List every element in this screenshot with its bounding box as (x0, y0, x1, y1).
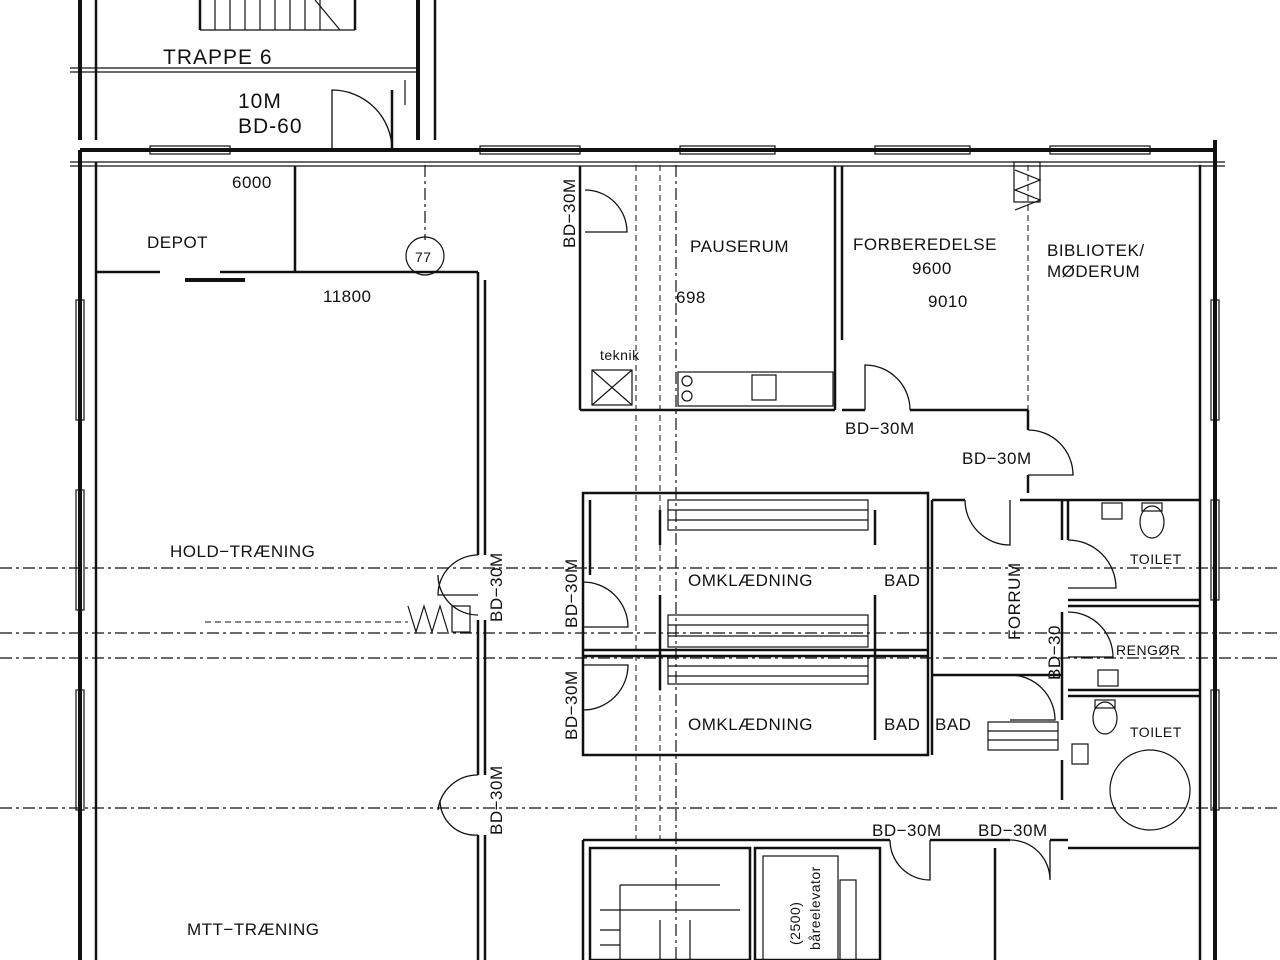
room-mtt-traening: MTT−TRÆNING (187, 920, 320, 939)
room-forberedelse: FORBEREDELSE (853, 235, 997, 254)
forberedelse-room (842, 161, 1074, 493)
room-forberedelse-code1: 9600 (912, 259, 952, 278)
room-bad-1: BAD (884, 571, 920, 590)
door-label-hold: BD−30M (487, 552, 506, 622)
room-bad-2: BAD (884, 715, 920, 734)
radiator-symbol (407, 603, 449, 635)
hold-door-swing-2 (437, 574, 479, 616)
omklaedning-block (581, 491, 930, 757)
room-omklaedning-2: OMKLÆDNING (688, 715, 813, 734)
door-label-bibliotek: BD−30M (962, 449, 1032, 468)
room-omklaedning-1: OMKLÆDNING (688, 571, 813, 590)
mtt-door-swing (437, 774, 479, 811)
bad3-door-swing (1009, 674, 1056, 721)
stair-door-swing (331, 89, 393, 151)
rengor-door-swing (1067, 611, 1114, 658)
turning-circle (1109, 749, 1191, 831)
axis-marker-label: 77 (415, 249, 432, 265)
axis-marker (405, 236, 445, 276)
door-label-mtt: BD−30M (487, 765, 506, 835)
door-label-omkl-2: BD−30M (562, 670, 581, 740)
stair-room-code: 10M (238, 90, 282, 113)
room-elevator: båreelevator (807, 866, 823, 950)
forrum-door-swing (964, 499, 1011, 546)
bench-mid (667, 614, 869, 648)
depot-room (96, 166, 297, 282)
room-teknik: teknik (600, 347, 640, 363)
lower-door-swing-2 (1009, 839, 1051, 881)
sink-icon-2 (1097, 669, 1119, 687)
training-walls (205, 270, 487, 960)
elevator-stair-block (588, 846, 882, 960)
room-pauserum-code: 698 (676, 288, 706, 307)
radiator-symbol-top (1013, 169, 1042, 211)
door-label-lower-2: BD−30M (978, 821, 1048, 840)
room-rengor: RENGØR (1116, 642, 1180, 658)
stair-door-label: BD-60 (238, 115, 303, 138)
pauserum-door-swing (584, 189, 628, 233)
sink-icon (1101, 502, 1123, 520)
toilet-icon-2 (1092, 701, 1118, 735)
pauserum-room (578, 166, 844, 412)
room-toilet-2: TOILET (1130, 724, 1182, 740)
lower-door-swing-1 (889, 839, 931, 881)
stair-treads (214, 0, 341, 31)
hold-door-swing (437, 554, 479, 596)
stair-6-block (70, 0, 437, 151)
teknik-shaft (591, 369, 633, 406)
dimension-6000: 6000 (232, 173, 272, 192)
room-forberedelse-code2: 9010 (928, 292, 968, 311)
stair-label: TRAPPE 6 (163, 46, 273, 69)
forrum-block (930, 498, 1200, 831)
toilet1-door-swing (1067, 539, 1117, 589)
door-label-forberedelse: BD−30M (845, 419, 915, 438)
kitchen-counter (677, 371, 834, 407)
toilet-icon (1139, 505, 1165, 539)
axis-lines (0, 165, 1280, 960)
door-label-omkl-1: BD−30M (562, 558, 581, 628)
door-label-rengor: BD−30 (1045, 625, 1064, 680)
room-pauserum: PAUSERUM (690, 237, 789, 256)
bench-lower (667, 655, 869, 685)
room-toilet-1: TOILET (1130, 551, 1182, 567)
room-forrum: FORRUM (1005, 562, 1024, 640)
mtt-door-swing-2 (439, 799, 479, 836)
room-bibliotek: BIBLIOTEK/ (1047, 241, 1145, 260)
room-moderum: MØDERUM (1047, 262, 1140, 281)
omkl-door-swing-1 (582, 581, 629, 628)
door-label-lower-1: BD−30M (872, 821, 942, 840)
elevator-dim: (2500) (787, 902, 803, 945)
omkl-door-swing-2 (582, 664, 629, 711)
room-depot: DEPOT (147, 233, 208, 252)
bench-bad3 (987, 721, 1059, 751)
room-bad-3: BAD (935, 715, 971, 734)
bench-upper (667, 499, 869, 531)
room-hold-traening: HOLD−TRÆNING (170, 542, 315, 561)
forberedelse-door-swing (864, 364, 911, 411)
dimension-11800: 11800 (323, 287, 372, 306)
door-label-pauserum: BD−30M (560, 178, 579, 248)
lower-corridor (581, 838, 1200, 960)
bibliotek-door-swing (1027, 429, 1074, 476)
